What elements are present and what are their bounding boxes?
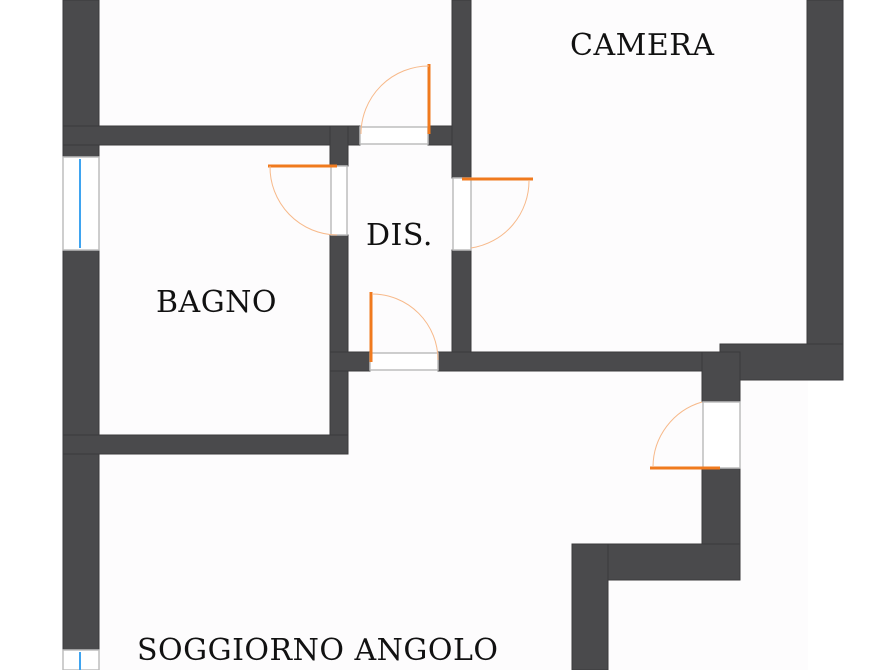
opening-camera bbox=[452, 177, 472, 251]
door-entrance[interactable] bbox=[650, 401, 720, 470]
wall-bagno-east bbox=[329, 125, 349, 167]
wall-bagno-south bbox=[62, 434, 349, 455]
door-bagno[interactable] bbox=[268, 164, 338, 236]
opening-bagno bbox=[330, 165, 348, 236]
opening-dis-soggiorno bbox=[369, 352, 439, 371]
door-camera[interactable] bbox=[462, 177, 533, 249]
room-label-camera: CAMERA bbox=[570, 28, 715, 63]
wall-bagno-east-lower bbox=[329, 234, 349, 454]
wall-entrance-upper bbox=[701, 351, 741, 403]
opening-top-dis bbox=[359, 126, 429, 145]
wall-upper-room-south bbox=[62, 125, 361, 146]
wall-step-vertical bbox=[571, 543, 609, 670]
wall-dis-south-left bbox=[329, 351, 371, 372]
wall-camera-west bbox=[451, 0, 472, 179]
opening-entrance bbox=[702, 401, 741, 469]
wall-camera-east bbox=[806, 0, 844, 381]
room-label-dis: DIS. bbox=[366, 218, 433, 253]
room-label-bagno: BAGNO bbox=[156, 285, 278, 320]
wall-camera-south bbox=[437, 351, 739, 372]
room-label-soggiorno: SOGGIORNO ANGOLO bbox=[137, 633, 499, 668]
door-top-dis[interactable] bbox=[360, 64, 431, 135]
door-dis-soggiorno[interactable] bbox=[369, 292, 439, 362]
